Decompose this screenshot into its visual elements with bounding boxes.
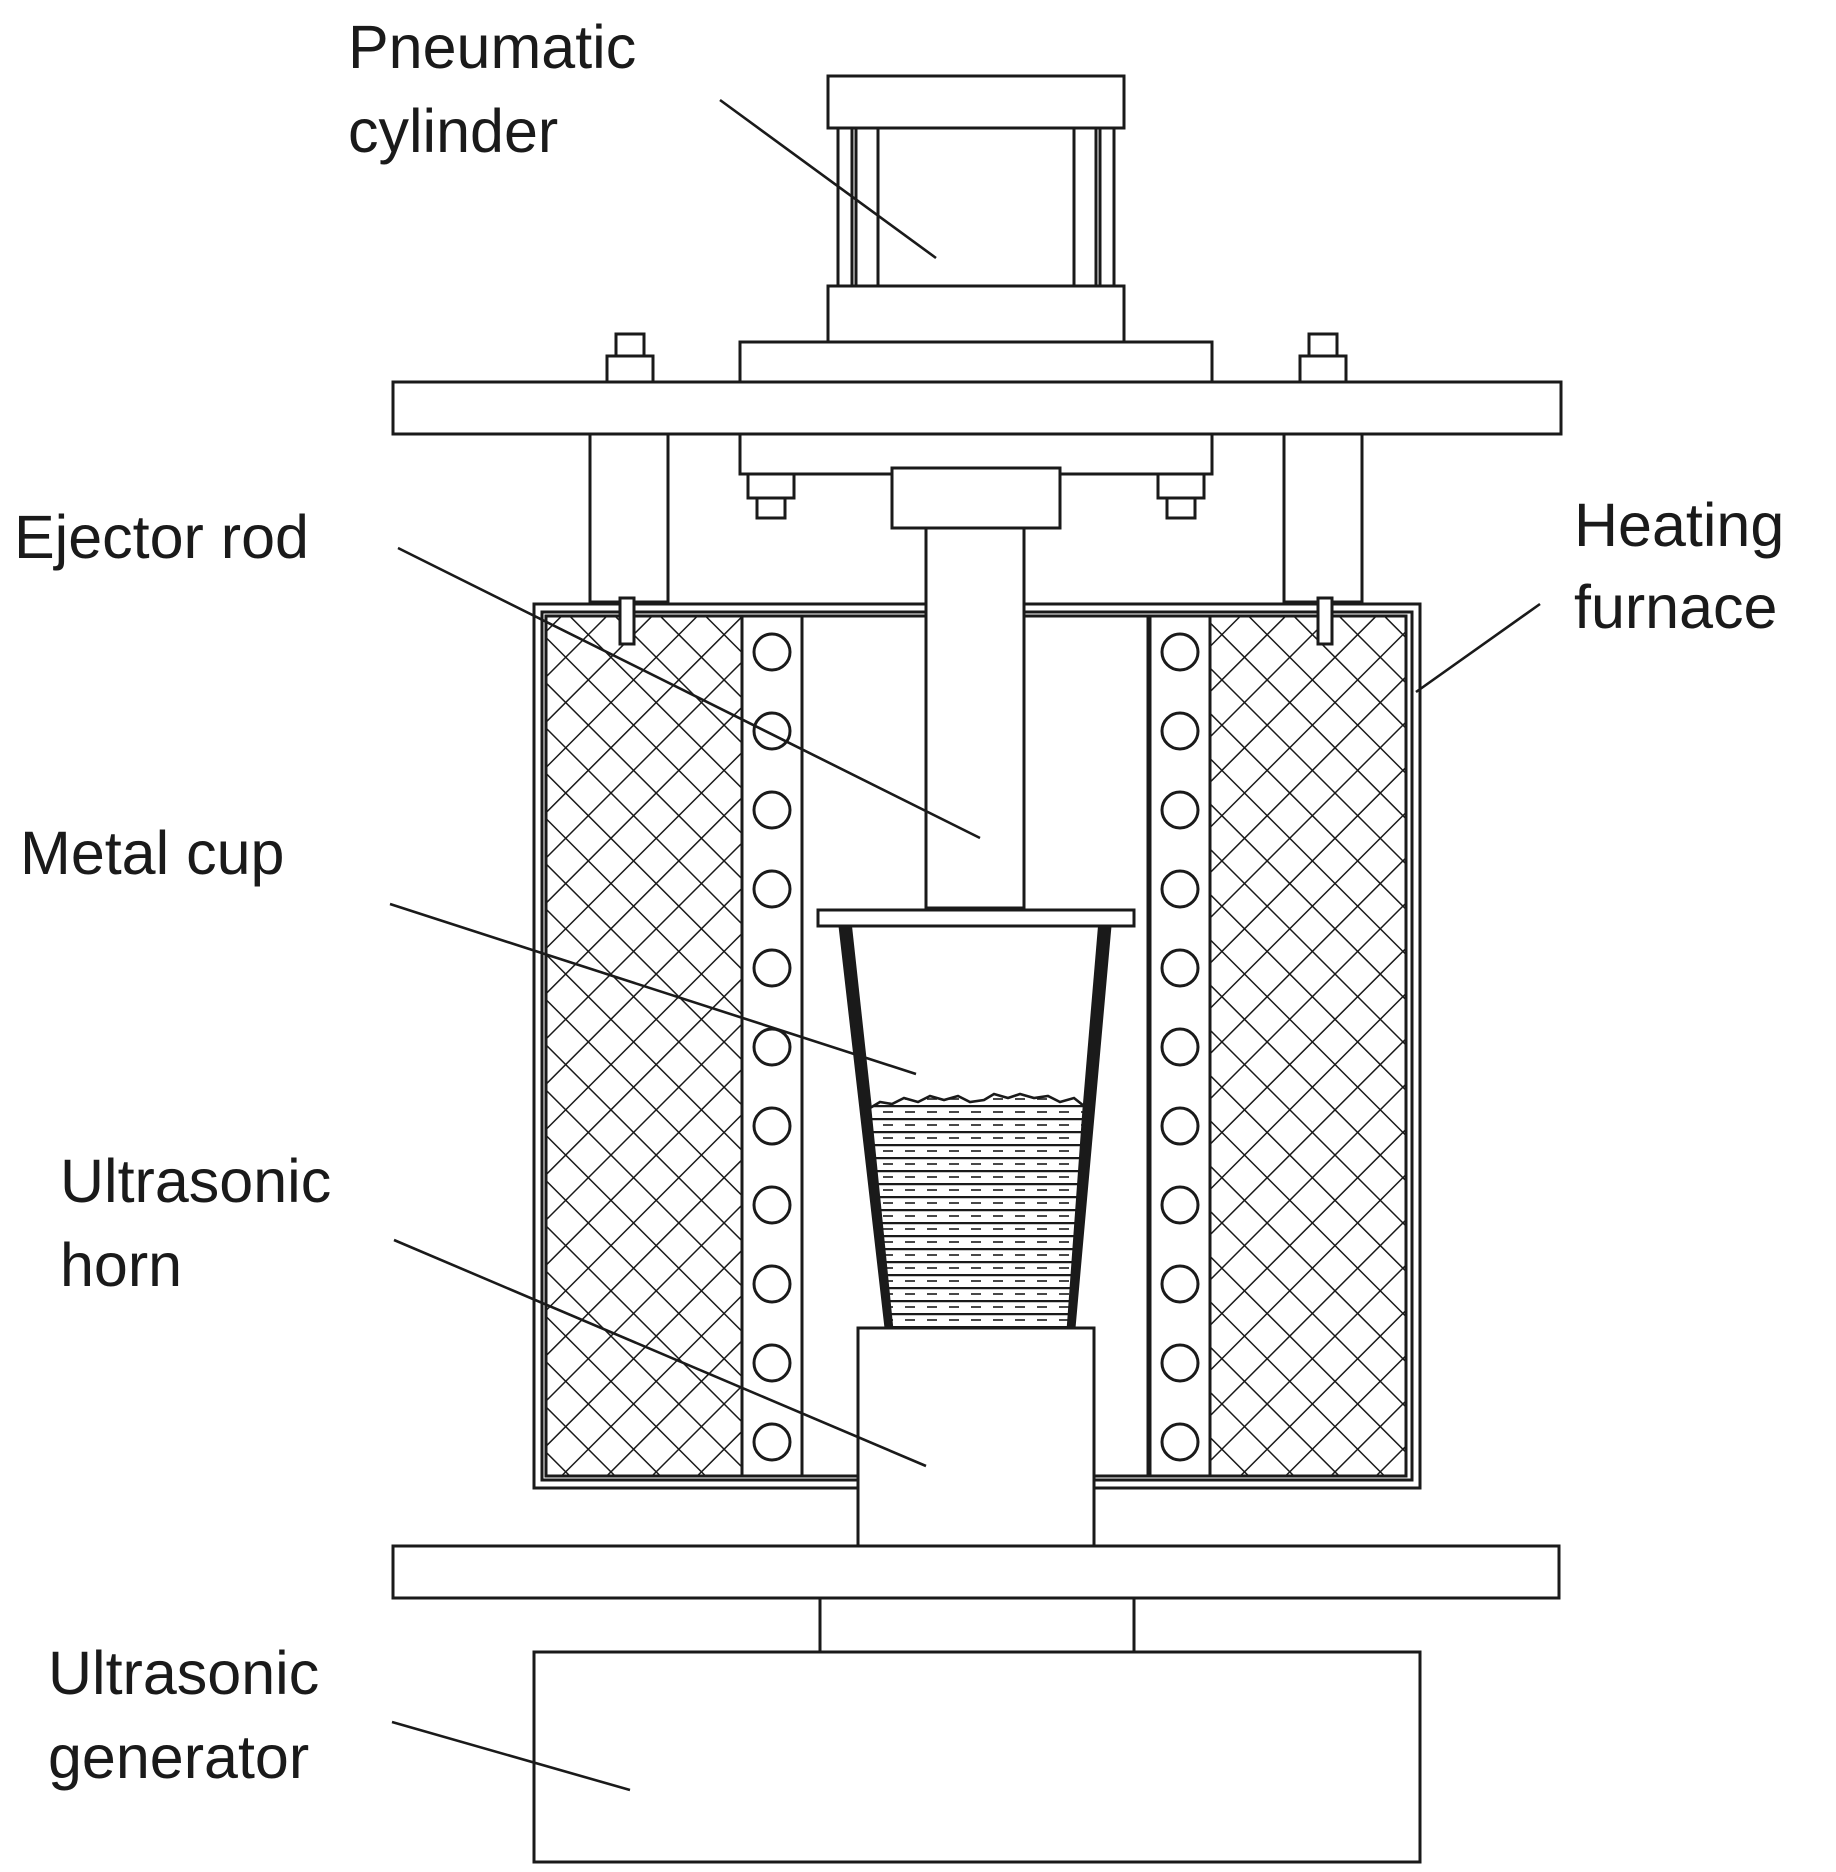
bottom-plate bbox=[391, 1544, 1561, 1600]
leader-pneumatic-cylinder bbox=[719, 98, 937, 260]
label-horn-line2: horn bbox=[60, 1231, 182, 1299]
label-generator-line1: Ultrasonic bbox=[48, 1639, 319, 1707]
label-heating-line1: Heating bbox=[1574, 491, 1784, 559]
metal-cup bbox=[816, 908, 1136, 1330]
heating-coil-right-6 bbox=[1160, 1027, 1200, 1067]
heating-coil-right-3 bbox=[1160, 790, 1200, 830]
ejector-rod bbox=[924, 526, 1026, 910]
top-plate bbox=[391, 380, 1563, 436]
heating-coils-left bbox=[752, 632, 792, 1462]
leader-lines bbox=[389, 98, 1541, 1792]
heating-coil-left-3 bbox=[752, 790, 792, 830]
cylinder-base bbox=[826, 284, 1126, 344]
transducer-neck bbox=[818, 1596, 1136, 1654]
nut-bottom-left bbox=[746, 472, 796, 520]
heating-coil-left-8 bbox=[752, 1185, 792, 1225]
heating-coil-left-9 bbox=[752, 1264, 792, 1304]
heating-coil-right-8 bbox=[1160, 1185, 1200, 1225]
heating-coils-right bbox=[1160, 632, 1200, 1462]
heating-coil-left-5 bbox=[752, 948, 792, 988]
molten-metal bbox=[868, 1092, 1086, 1330]
leader-ultrasonic-generator bbox=[391, 1720, 631, 1792]
leader-ejector-rod bbox=[397, 546, 981, 840]
label-metal-cup: Metal cup bbox=[20, 819, 284, 887]
ultrasonic-generator bbox=[532, 1650, 1422, 1864]
insulation-left bbox=[544, 614, 744, 1478]
label-pneumatic-line1: Pneumatic bbox=[348, 13, 636, 81]
heating-coil-left-10 bbox=[752, 1343, 792, 1383]
leader-heating-furnace bbox=[1415, 602, 1541, 694]
heating-coil-right-5 bbox=[1160, 948, 1200, 988]
heating-coil-left-1 bbox=[752, 632, 792, 672]
cylinder-tie-rod-left-outer bbox=[836, 126, 854, 288]
nut-top-left bbox=[605, 332, 655, 384]
label-ejector-rod: Ejector rod bbox=[14, 503, 309, 571]
cylinder-top-cap bbox=[826, 74, 1126, 130]
column-pin-left bbox=[618, 596, 636, 646]
heating-coil-right-10 bbox=[1160, 1343, 1200, 1383]
heating-coil-left-2 bbox=[752, 711, 792, 751]
heating-coil-left-7 bbox=[752, 1106, 792, 1146]
column-pin-right bbox=[1316, 596, 1334, 646]
cylinder-tie-rod-right-inner bbox=[1072, 126, 1098, 288]
heating-coil-right-7 bbox=[1160, 1106, 1200, 1146]
cup-rim bbox=[816, 908, 1136, 928]
support-column-left bbox=[588, 432, 670, 604]
heating-coil-right-9 bbox=[1160, 1264, 1200, 1304]
label-horn-line1: Ultrasonic bbox=[60, 1147, 331, 1215]
heating-coil-right-4 bbox=[1160, 869, 1200, 909]
label-generator-line2: generator bbox=[48, 1723, 309, 1791]
label-pneumatic-line2: cylinder bbox=[348, 97, 558, 165]
cylinder-mount-flange bbox=[738, 340, 1214, 384]
rod-coupling bbox=[890, 466, 1062, 530]
heating-coil-right-2 bbox=[1160, 711, 1200, 751]
heating-coil-right-11 bbox=[1160, 1422, 1200, 1462]
heating-coil-left-11 bbox=[752, 1422, 792, 1462]
ultrasonic-horn bbox=[856, 1326, 1096, 1548]
nut-bottom-right bbox=[1156, 472, 1206, 520]
cylinder-tie-rod-right-outer bbox=[1098, 126, 1116, 288]
heating-coil-left-4 bbox=[752, 869, 792, 909]
pneumatic-cylinder bbox=[738, 74, 1214, 384]
support-column-right bbox=[1282, 432, 1364, 604]
heating-coil-left-6 bbox=[752, 1027, 792, 1067]
label-heating-line2: furnace bbox=[1574, 573, 1777, 641]
heating-coil-right-1 bbox=[1160, 632, 1200, 672]
insulation-right bbox=[1208, 614, 1408, 1478]
leader-ultrasonic-horn bbox=[393, 1238, 927, 1468]
leader-metal-cup bbox=[389, 902, 917, 1076]
nut-top-right bbox=[1298, 332, 1348, 384]
